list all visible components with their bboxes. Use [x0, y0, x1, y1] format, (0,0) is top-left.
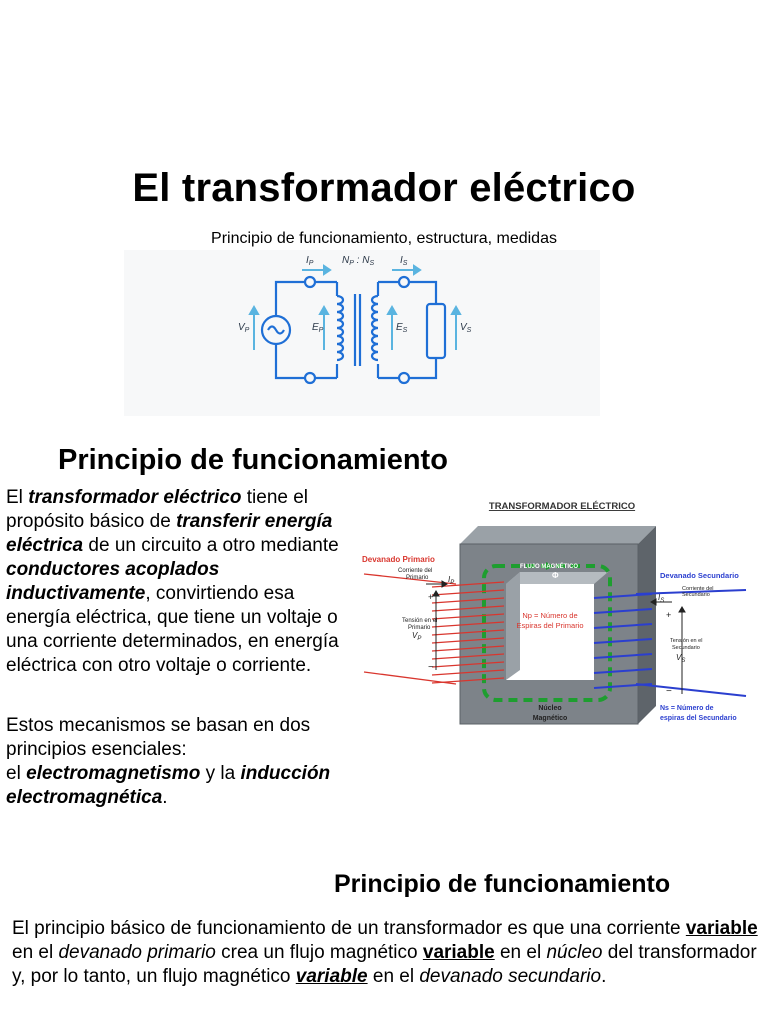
svg-text:+: + [428, 592, 433, 602]
label-ip: IP [306, 255, 314, 267]
svg-text:FLUJO MAGNÉTICO: FLUJO MAGNÉTICO [520, 562, 578, 570]
svg-text:Tensión en el: Tensión en el [402, 618, 437, 624]
label-is: IS [400, 255, 408, 267]
svg-text:Primario: Primario [406, 575, 429, 581]
svg-text:Corriente del: Corriente del [682, 586, 714, 592]
svg-text:Corriente del: Corriente del [398, 568, 432, 574]
page-title: El transformador eléctrico [132, 166, 636, 210]
svg-text:Tensión en el: Tensión en el [670, 638, 702, 644]
svg-text:Espiras del Primario: Espiras del Primario [516, 621, 583, 630]
svg-text:VP: VP [412, 631, 421, 642]
svg-text:espiras del Secundario: espiras del Secundario [660, 715, 737, 722]
svg-text:IP: IP [448, 575, 454, 586]
transformer-core-illustration: TRANSFORMADOR ELÉCTRICO [356, 492, 756, 732]
svg-text:−: − [428, 662, 434, 673]
intro-paragraph: El transformador eléctrico tiene el prop… [6, 487, 339, 676]
basic-principle-paragraph: El principio básico de funcionamiento de… [12, 918, 758, 987]
svg-text:IS: IS [658, 593, 664, 604]
svg-text:Núcleo: Núcleo [538, 705, 561, 712]
section-heading-principle-2: Principio de funcionamiento [334, 870, 671, 898]
principles-paragraph: Estos mecanismos se basan en dos princip… [6, 715, 331, 808]
diagram-title: TRANSFORMADOR ELÉCTRICO [489, 501, 635, 512]
label-ep: EP [312, 322, 324, 334]
label-es: ES [396, 322, 408, 334]
svg-text:Primario: Primario [408, 625, 431, 631]
svg-text:−: − [666, 686, 672, 697]
page-subtitle: Principio de funcionamiento, estructura,… [211, 230, 557, 247]
svg-text:+: + [666, 610, 671, 620]
section-heading-principle: Principio de funcionamiento [58, 444, 448, 476]
svg-text:Φ: Φ [552, 571, 559, 580]
label-turns-ratio: NP : NS [342, 255, 374, 267]
svg-text:VS: VS [676, 653, 685, 664]
svg-text:Ns = Número de: Ns = Número de [660, 705, 714, 712]
transformer-circuit-diagram: IP NP : NS IS VP EP ES VS [124, 250, 600, 416]
svg-text:Devanado Primario: Devanado Primario [362, 555, 435, 564]
svg-text:Devanado Secundario: Devanado Secundario [660, 571, 739, 580]
svg-text:Secundario: Secundario [672, 645, 700, 651]
svg-text:Magnético: Magnético [533, 715, 568, 722]
label-vp: VP [238, 322, 250, 334]
label-vs: VS [460, 322, 472, 334]
svg-text:Np = Número de: Np = Número de [522, 611, 577, 620]
svg-text:Secundario: Secundario [682, 592, 710, 598]
